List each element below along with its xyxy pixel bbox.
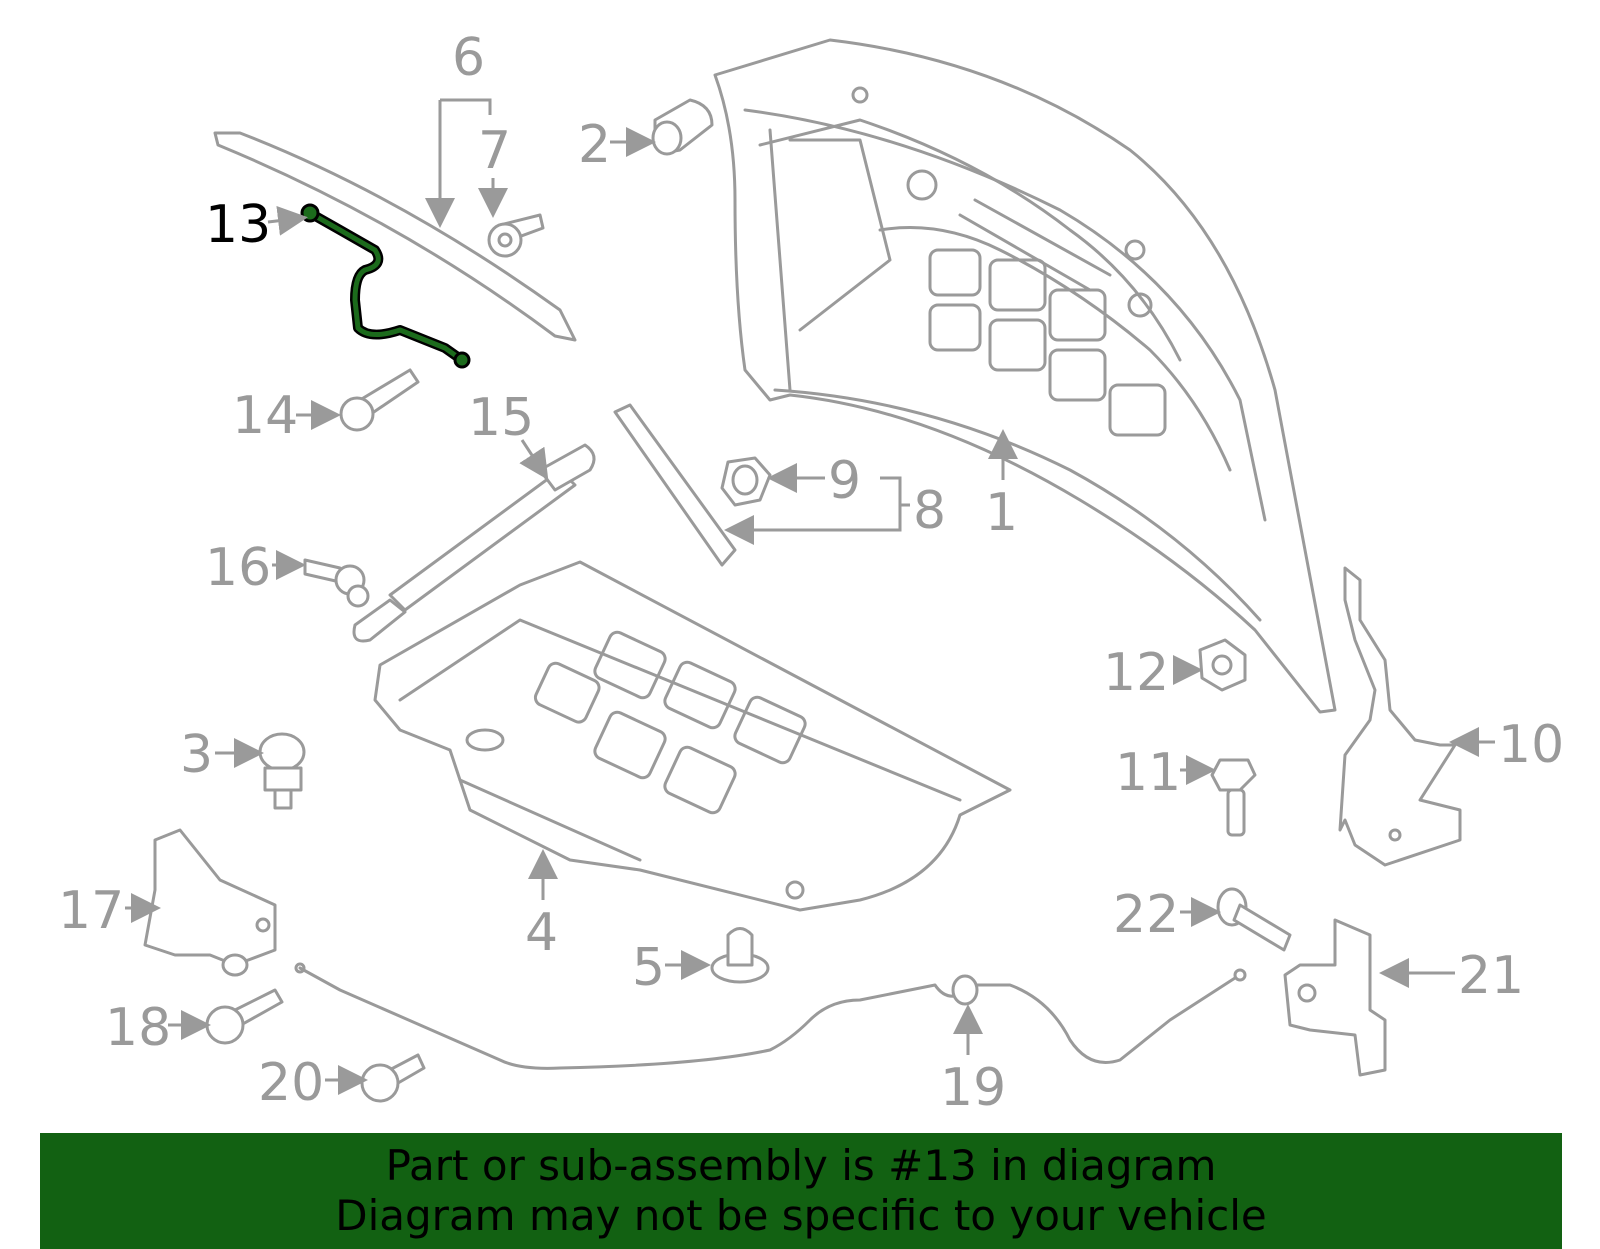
hood-stop-part[interactable] xyxy=(258,732,306,810)
hood-latch-part[interactable] xyxy=(143,828,277,977)
callout-leaders xyxy=(125,98,1495,1095)
bolt-18-part[interactable] xyxy=(205,988,284,1045)
gas-strut-part[interactable] xyxy=(352,443,596,643)
callout-4[interactable]: 4 xyxy=(525,903,558,963)
weatherstrip-part[interactable] xyxy=(213,131,577,342)
callout-10[interactable]: 10 xyxy=(1498,715,1564,775)
bolt-11-part[interactable] xyxy=(1210,758,1257,837)
callout-1[interactable]: 1 xyxy=(985,483,1018,543)
callout-8[interactable]: 8 xyxy=(913,481,946,541)
callout-7[interactable]: 7 xyxy=(478,121,511,181)
callout-13[interactable]: 13 xyxy=(205,195,271,255)
release-cable-part[interactable] xyxy=(294,962,1247,1070)
callout-21[interactable]: 21 xyxy=(1458,946,1524,1006)
ball-stud-part[interactable] xyxy=(303,558,370,608)
callout-3[interactable]: 3 xyxy=(180,725,213,785)
callout-20[interactable]: 20 xyxy=(258,1053,324,1113)
bolt-14-part[interactable] xyxy=(339,368,420,432)
parts-diagram: 1 2 3 4 5 6 7 8 9 10 11 12 13 14 15 16 1… xyxy=(58,28,1564,1118)
bolt-22-part[interactable] xyxy=(1216,887,1292,952)
hood-hinge-part[interactable] xyxy=(1338,566,1462,867)
hood-insulator-part[interactable] xyxy=(373,560,1012,912)
callout-labels: 1 2 3 4 5 6 7 8 9 10 11 12 13 14 15 16 1… xyxy=(58,28,1564,1118)
bolt-20-part[interactable] xyxy=(360,1053,426,1103)
hood-prop-rod-part[interactable] xyxy=(300,203,471,369)
seal-strip-part[interactable] xyxy=(613,403,737,567)
callout-17[interactable]: 17 xyxy=(58,881,124,941)
callout-18[interactable]: 18 xyxy=(105,998,171,1058)
latch-bracket-part[interactable] xyxy=(1283,918,1387,1077)
hood-panel-part[interactable] xyxy=(713,38,1337,714)
callout-5[interactable]: 5 xyxy=(632,938,665,998)
callout-14[interactable]: 14 xyxy=(232,386,298,446)
callout-6[interactable]: 6 xyxy=(452,28,485,88)
hood-bumper-part[interactable] xyxy=(651,98,714,156)
nut-12-part[interactable] xyxy=(1198,638,1247,692)
callout-12[interactable]: 12 xyxy=(1103,643,1169,703)
callout-15[interactable]: 15 xyxy=(468,388,534,448)
banner-line-disclaimer: Diagram may not be specific to your vehi… xyxy=(335,1191,1267,1240)
callout-9[interactable]: 9 xyxy=(828,451,861,511)
weatherstrip-clip-part[interactable] xyxy=(487,213,545,258)
info-banner: Part or sub-assembly is #13 in diagram D… xyxy=(40,1133,1562,1249)
callout-19[interactable]: 19 xyxy=(940,1058,1006,1118)
push-pin-part[interactable] xyxy=(710,927,770,984)
callout-16[interactable]: 16 xyxy=(205,538,271,598)
callout-22[interactable]: 22 xyxy=(1113,885,1179,945)
callout-11[interactable]: 11 xyxy=(1115,743,1181,803)
nut-9-part[interactable] xyxy=(720,456,772,507)
banner-line-part-number: Part or sub-assembly is #13 in diagram xyxy=(385,1141,1217,1190)
callout-2[interactable]: 2 xyxy=(578,115,611,175)
